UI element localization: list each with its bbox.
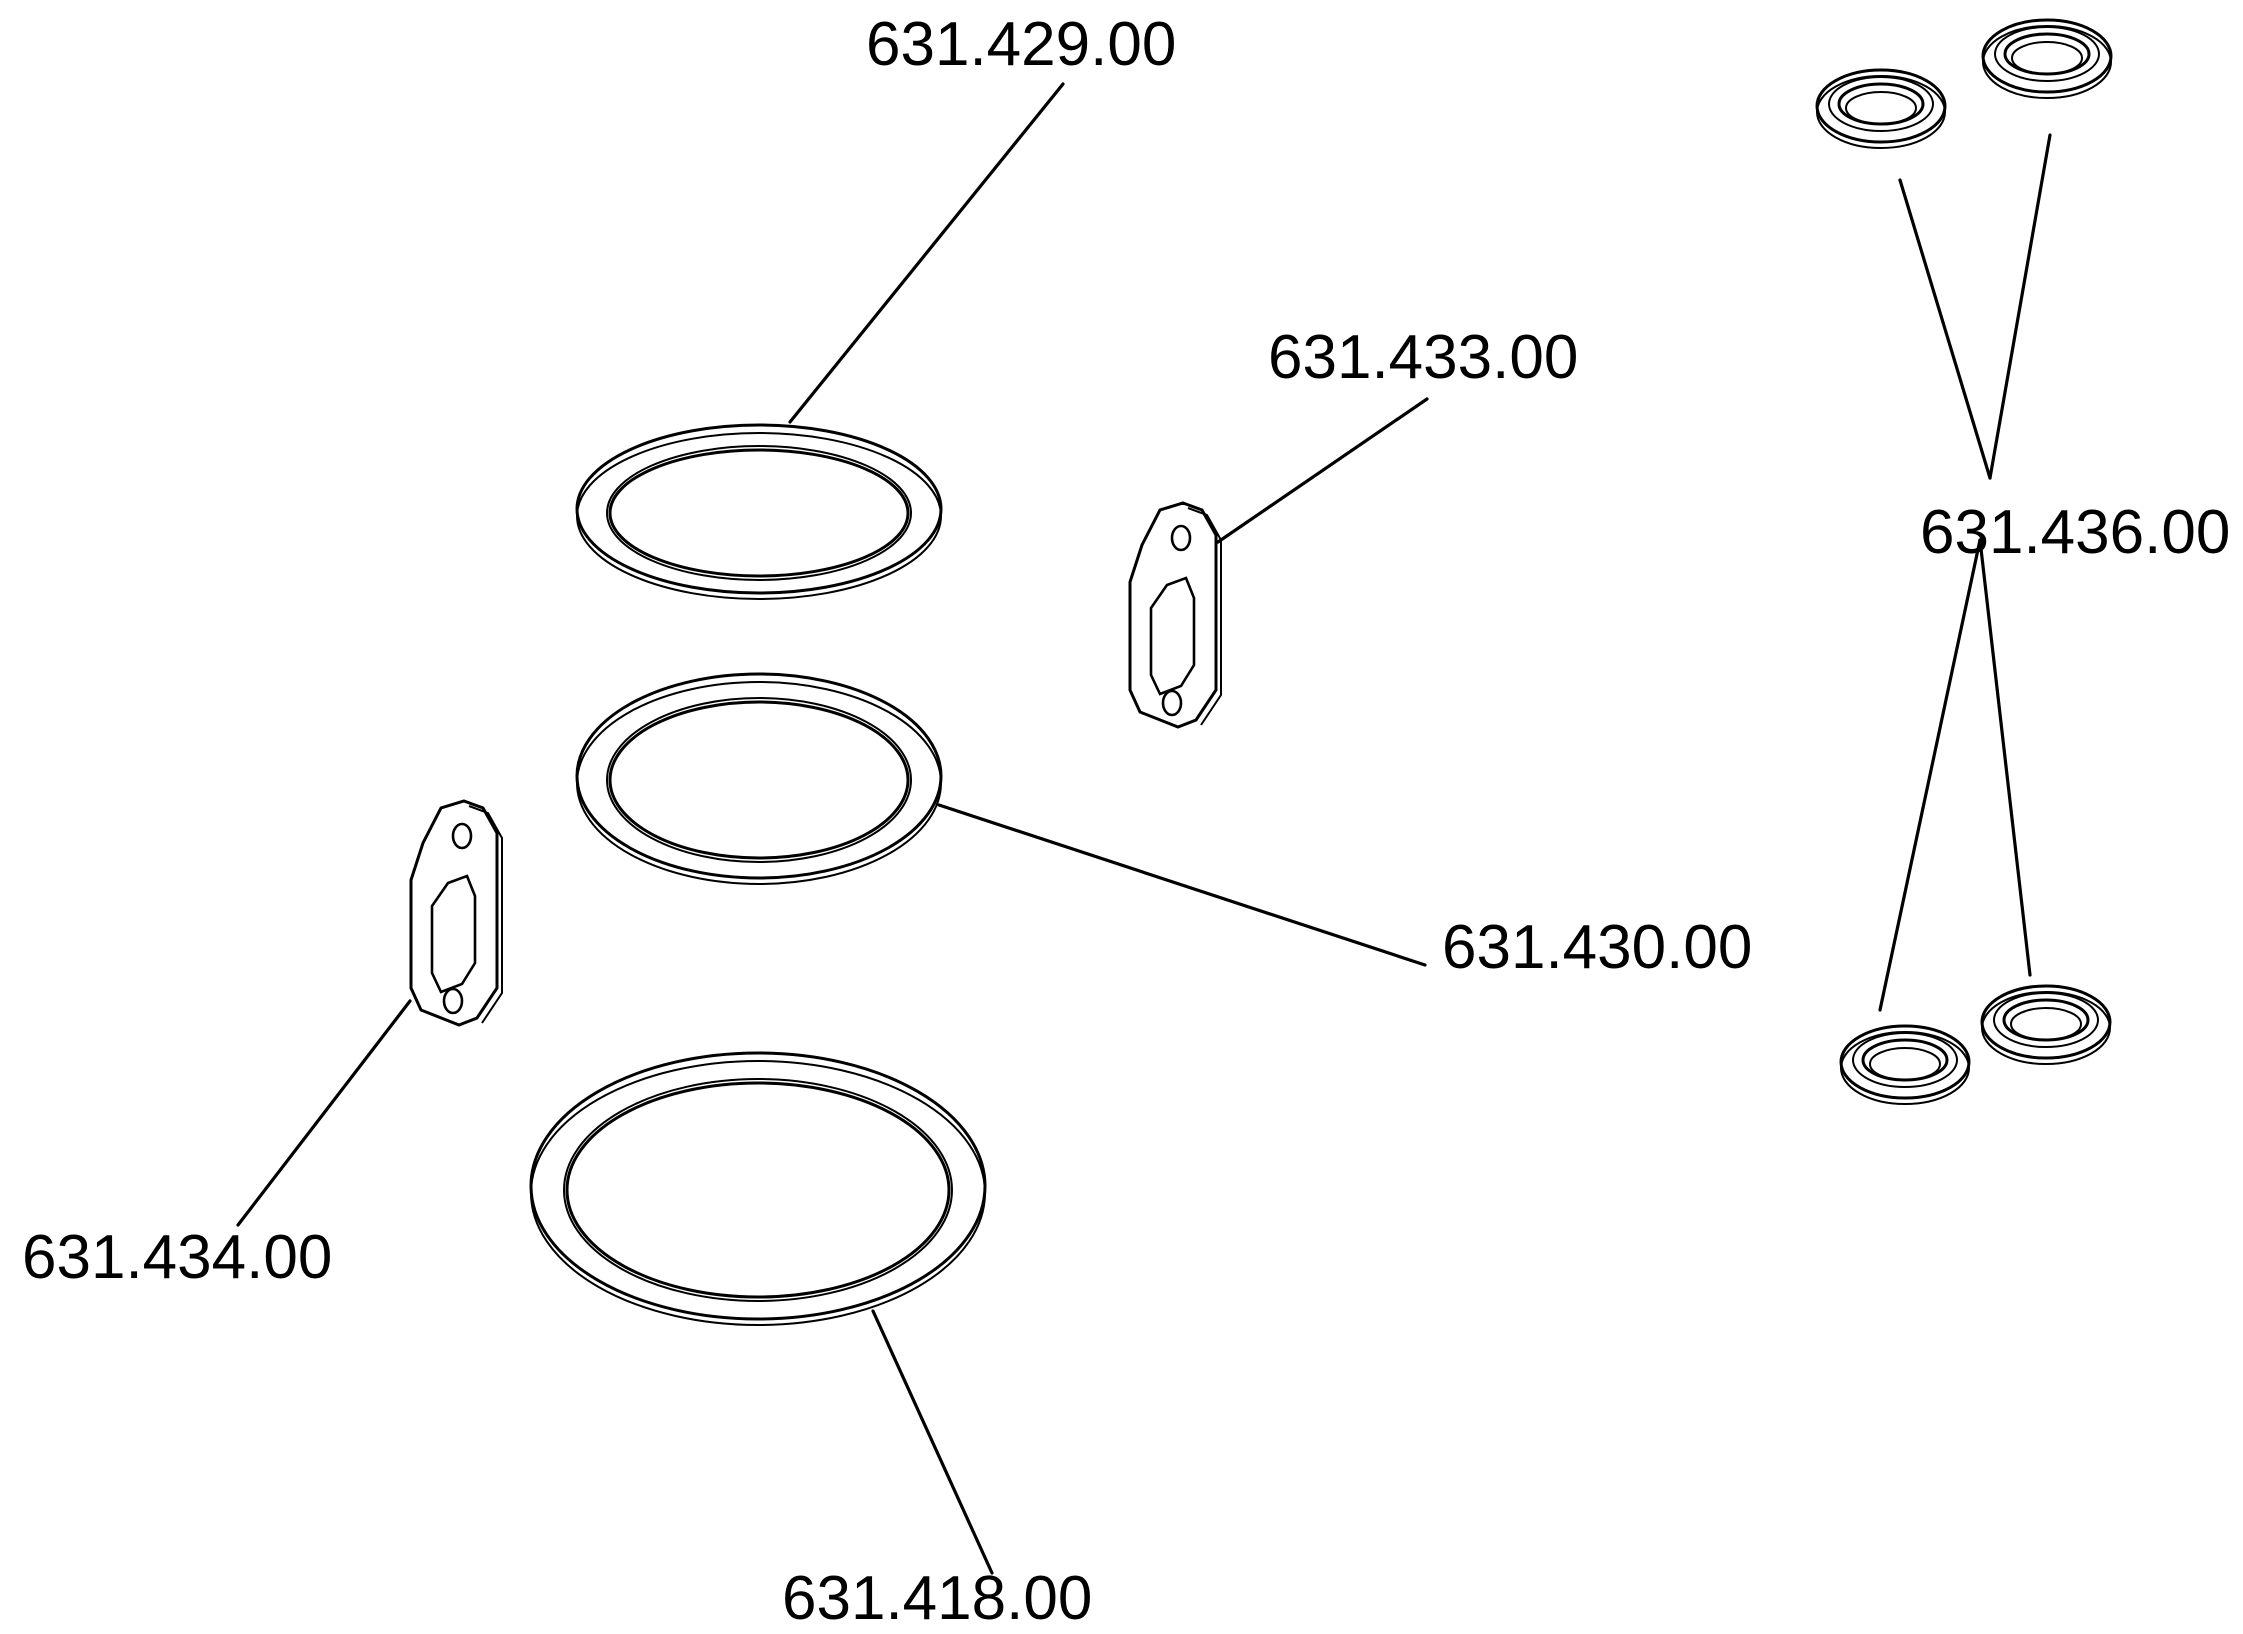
leader-631-430 [937,803,1427,967]
gasket-ring-middle[interactable] [575,672,943,885]
leader-631-436-d [1978,538,2032,977]
cup-washer-top-right[interactable] [1981,18,2113,99]
leader-631-436-b [1988,133,2052,480]
leader-lines [236,82,2052,1575]
leader-631-434 [236,999,412,1227]
cup-washer-bottom-left[interactable] [1839,1024,1971,1105]
leader-631-418 [871,1309,994,1575]
gasket-ring-top[interactable] [575,423,943,600]
part-label-631-434: 631.434.00 [22,1223,332,1292]
part-label-631-418: 631.418.00 [782,1564,1092,1633]
flange-gasket-left[interactable] [409,799,503,1027]
cup-washer-top-left[interactable] [1815,68,1947,149]
gasket-ring-bottom[interactable] [529,1051,987,1326]
leader-631-433 [1216,397,1429,544]
leader-631-436-a [1898,178,1992,480]
part-label-631-430: 631.430.00 [1442,913,1752,982]
part-label-631-436: 631.436.00 [1920,498,2230,567]
part-label-631-433: 631.433.00 [1268,323,1578,392]
leader-631-429 [788,82,1065,424]
cup-washer-bottom-right[interactable] [1980,984,2112,1065]
part-label-631-429: 631.429.00 [866,10,1176,79]
flange-gasket-right[interactable] [1128,501,1222,729]
leader-631-436-c [1878,538,1982,1012]
